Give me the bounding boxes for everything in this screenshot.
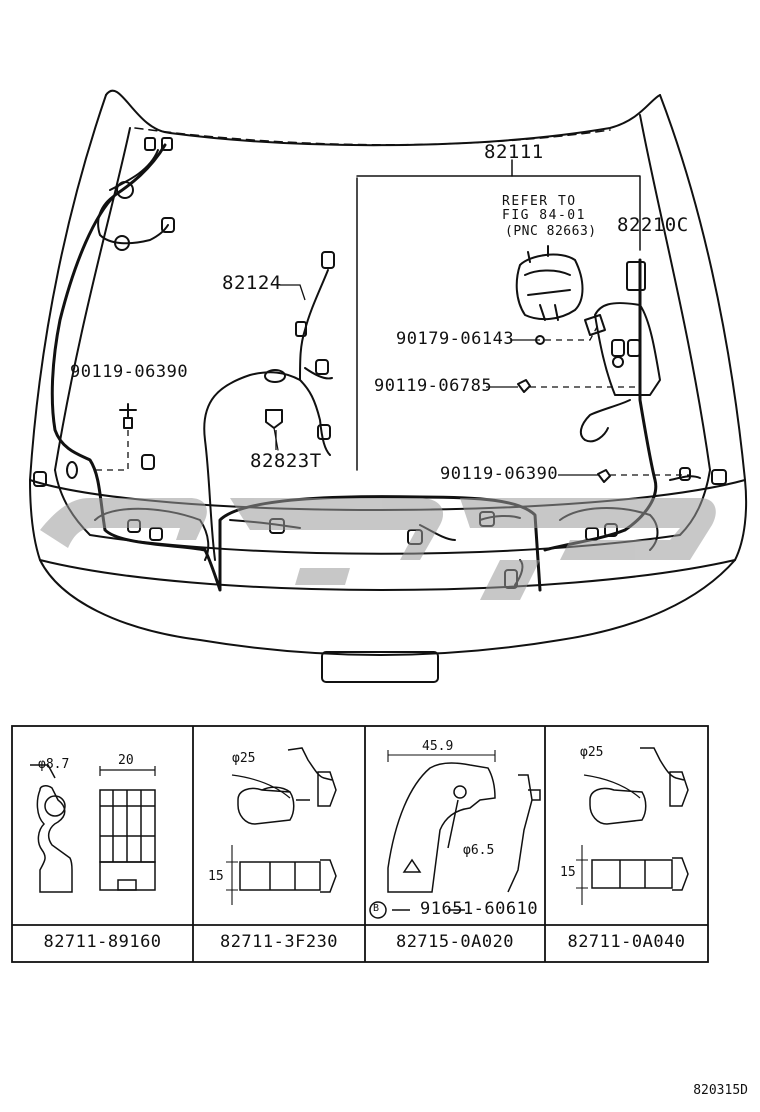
engine-bay-drawing xyxy=(29,89,748,683)
clip-3f230-drawing xyxy=(226,747,337,905)
part-no-cell-3: 82715-0A020 xyxy=(395,932,515,952)
cell1-width-dim: 20 xyxy=(118,753,134,768)
label-82111: 82111 xyxy=(484,141,544,163)
cell3-diameter-dim: φ6.5 xyxy=(463,843,495,858)
label-82823t: 82823T xyxy=(250,450,322,472)
label-90119-06785: 90119-06785 xyxy=(374,376,493,396)
refer-note-line2: FIG 84-01 xyxy=(502,208,586,223)
label-82124: 82124 xyxy=(222,272,282,294)
cell2-diameter-dim: φ25 xyxy=(232,751,256,766)
label-90179-06143: 90179-06143 xyxy=(396,329,515,349)
watermark-band xyxy=(40,498,716,600)
part-no-cell-1: 82711-89160 xyxy=(43,932,162,952)
label-82210c: 82210C xyxy=(617,214,689,236)
part-no-cell-4: 82711-0A040 xyxy=(567,932,686,952)
bracket-0a020-drawing xyxy=(369,750,541,919)
cell4-height-dim: 15 xyxy=(560,865,576,880)
cell2-height-dim: 15 xyxy=(208,869,224,884)
cell1-diameter-dim: φ8.7 xyxy=(38,757,70,772)
label-90119-06390-left: 90119-06390 xyxy=(70,362,189,382)
figure-code: 820315D xyxy=(693,1083,748,1098)
cell3-sub-part: 91651-60610 xyxy=(420,899,539,919)
refer-note-line3: (PNC 82663) xyxy=(505,224,597,239)
part-no-cell-2: 82711-3F230 xyxy=(219,932,339,952)
clip-89160-drawing xyxy=(30,764,156,893)
label-90119-06390-right: 90119-06390 xyxy=(440,464,559,484)
cell3-b-marker: B xyxy=(373,903,380,914)
cell4-diameter-dim: φ25 xyxy=(580,745,604,760)
refer-note-line1: REFER TO xyxy=(502,194,577,209)
clip-0a040-drawing xyxy=(576,747,689,905)
cell3-width-dim: 45.9 xyxy=(422,739,454,754)
